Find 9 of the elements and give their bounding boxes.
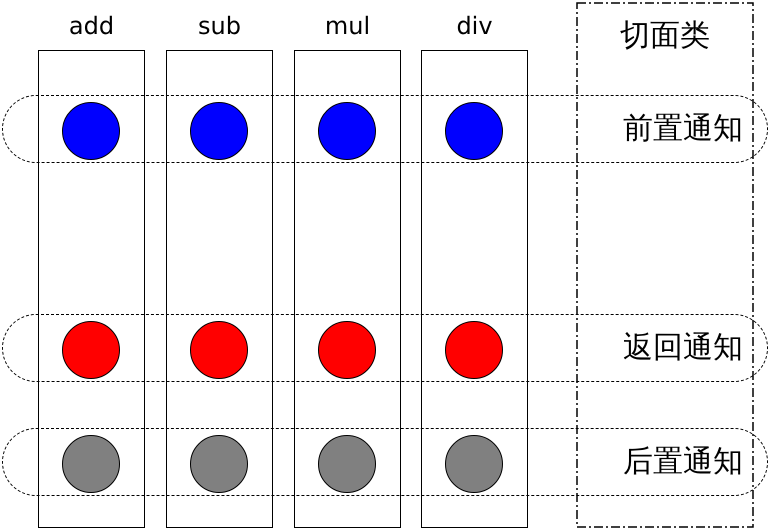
aspect-column <box>576 2 754 528</box>
column-heading: div <box>455 11 494 41</box>
band-label: 后置通知 <box>623 443 743 481</box>
band-label: 返回通知 <box>623 329 743 367</box>
column-heading: sub <box>197 11 242 41</box>
column-heading: add <box>68 11 116 41</box>
column-heading: mul <box>324 11 372 41</box>
band-label: 前置通知 <box>623 110 743 148</box>
column-heading: 切面类 <box>619 17 711 55</box>
